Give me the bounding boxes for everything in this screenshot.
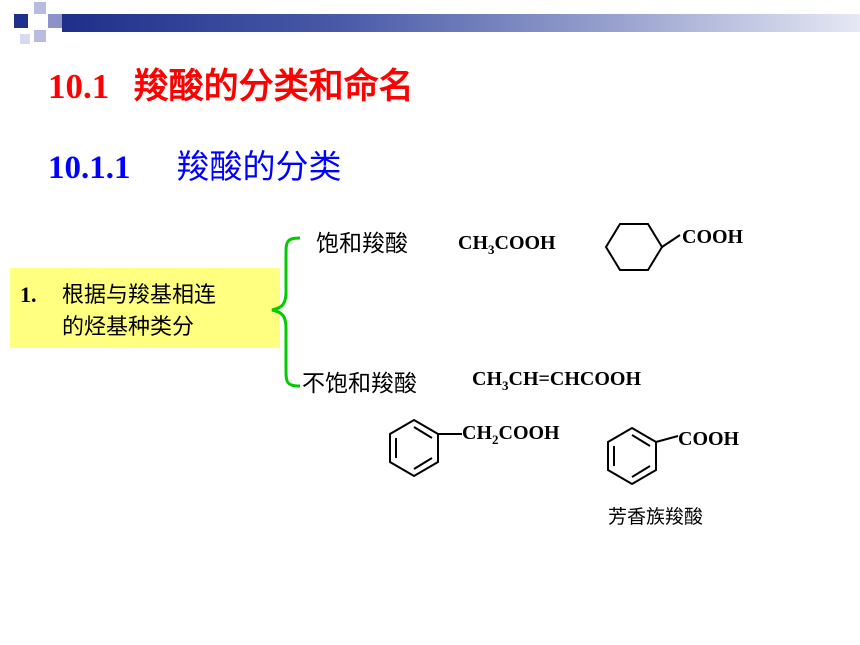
- deco-square: [20, 34, 30, 44]
- acetic-acid-formula: CH3COOH: [458, 232, 556, 258]
- benzoic-cooh-label: COOH: [678, 428, 740, 450]
- deco-square: [34, 30, 46, 42]
- unsaturated-acid-label: 不饱和羧酸: [302, 371, 417, 397]
- formula-subscript: 3: [502, 378, 509, 393]
- saturated-acid-label: 饱和羧酸: [316, 231, 408, 257]
- formula-part: CH=CHCOOH: [508, 368, 642, 390]
- formula-part: CH: [458, 232, 488, 254]
- header-gradient-bar: [62, 14, 860, 32]
- formula-part: COOH: [494, 232, 556, 254]
- benzene-ring-benzoic: [607, 426, 679, 486]
- criterion-line-1: 根据与羧基相连: [62, 283, 217, 308]
- criterion-highlight: [10, 268, 280, 348]
- criterion-text: 根据与羧基相连 的烃基种类分: [62, 280, 272, 344]
- formula-part: COOH: [498, 422, 560, 444]
- subtitle-number: 10.1.1: [48, 150, 131, 186]
- deco-square: [14, 14, 28, 28]
- aromatic-acid-label: 芳香族羧酸: [608, 506, 704, 528]
- title-number: 10.1: [48, 67, 110, 106]
- phenylacetic-acid-formula: CH2COOH: [462, 422, 560, 448]
- slide-title: 10.1 羧酸的分类和命名: [48, 58, 414, 109]
- formula-part: CH: [472, 368, 502, 390]
- slide-subtitle: 10.1.1 羧酸的分类: [48, 140, 341, 188]
- formula-part: CH: [462, 422, 492, 444]
- deco-square: [48, 14, 62, 28]
- formula-subscript: 3: [488, 242, 495, 257]
- benzene-ring-phenylacetic: [389, 418, 462, 478]
- formula-subscript: 2: [492, 432, 499, 447]
- deco-square: [34, 2, 46, 14]
- classification-brace: [271, 236, 301, 388]
- header-decoration: [0, 0, 860, 50]
- criterion-number: 1.: [20, 282, 37, 307]
- crotonic-acid-formula: CH3CH=CHCOOH: [472, 368, 641, 394]
- cyclohexane-ring: [604, 223, 681, 271]
- title-text: 羧酸的分类和命名: [133, 67, 414, 107]
- subtitle-text: 羧酸的分类: [176, 147, 342, 186]
- cyclohexane-cooh-label: COOH: [682, 226, 744, 248]
- criterion-line-2: 的烃基种类分: [62, 315, 195, 340]
